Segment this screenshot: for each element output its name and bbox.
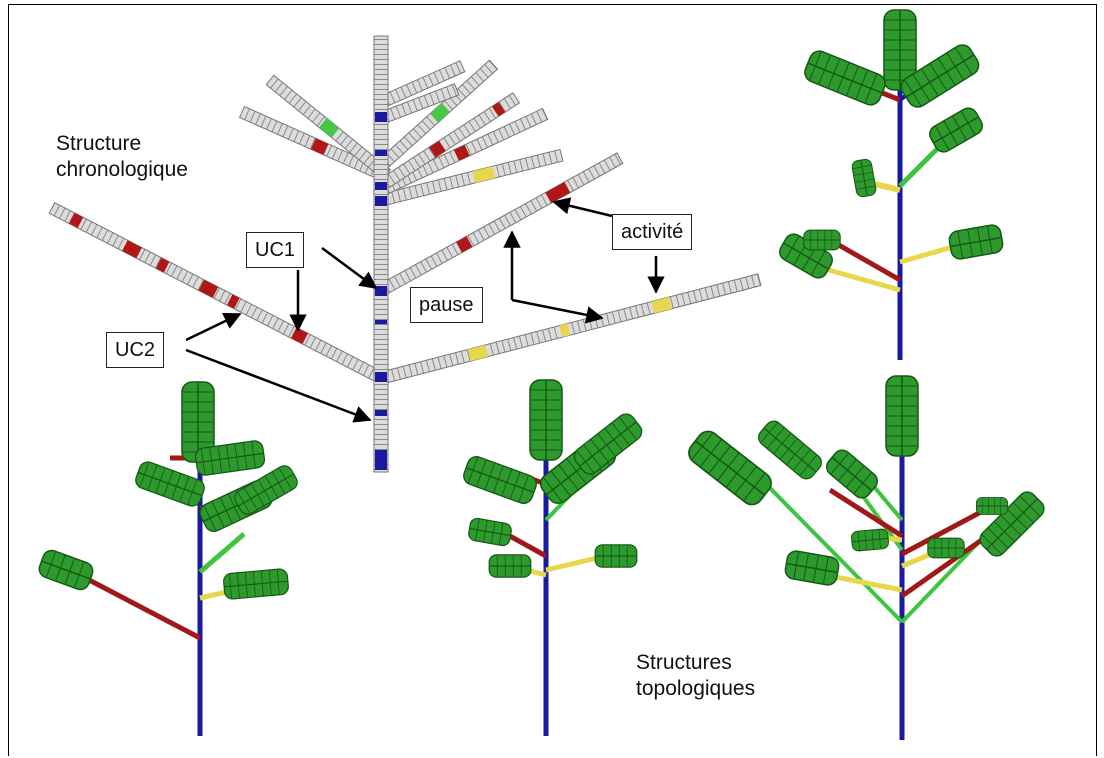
chrono-branch-right-upper-2 — [378, 107, 549, 197]
arrow-pause-to-lower — [511, 298, 604, 324]
label-uc1: UC1 — [246, 232, 305, 268]
chronological-structure — [48, 35, 762, 473]
topology-bottom-left — [36, 381, 301, 736]
arrow-uc2-to-branch — [185, 312, 242, 342]
topology-bottom-middle — [460, 379, 646, 736]
chrono-branch-right-upper-3 — [378, 92, 521, 191]
label-uc2: UC2 — [106, 332, 165, 368]
label-pause: pause — [410, 287, 483, 323]
caption-topological-structures: Structures topologiques — [636, 651, 756, 700]
arrow-activite-top — [552, 197, 613, 218]
annotation-arrows — [185, 197, 665, 423]
chrono-branch-right-low — [379, 273, 762, 385]
arrow-uc1-to-axis — [321, 246, 378, 290]
chrono-branch-left-long — [48, 201, 386, 385]
arrow-uc2-to-axis — [185, 348, 372, 423]
label-activite: activité — [612, 214, 693, 250]
chrono-main-axis — [373, 35, 389, 473]
topology-bottom-right — [683, 375, 1049, 740]
caption-chronological-structure: Structure chronologique — [56, 132, 188, 181]
topology-top-right — [775, 9, 1005, 360]
